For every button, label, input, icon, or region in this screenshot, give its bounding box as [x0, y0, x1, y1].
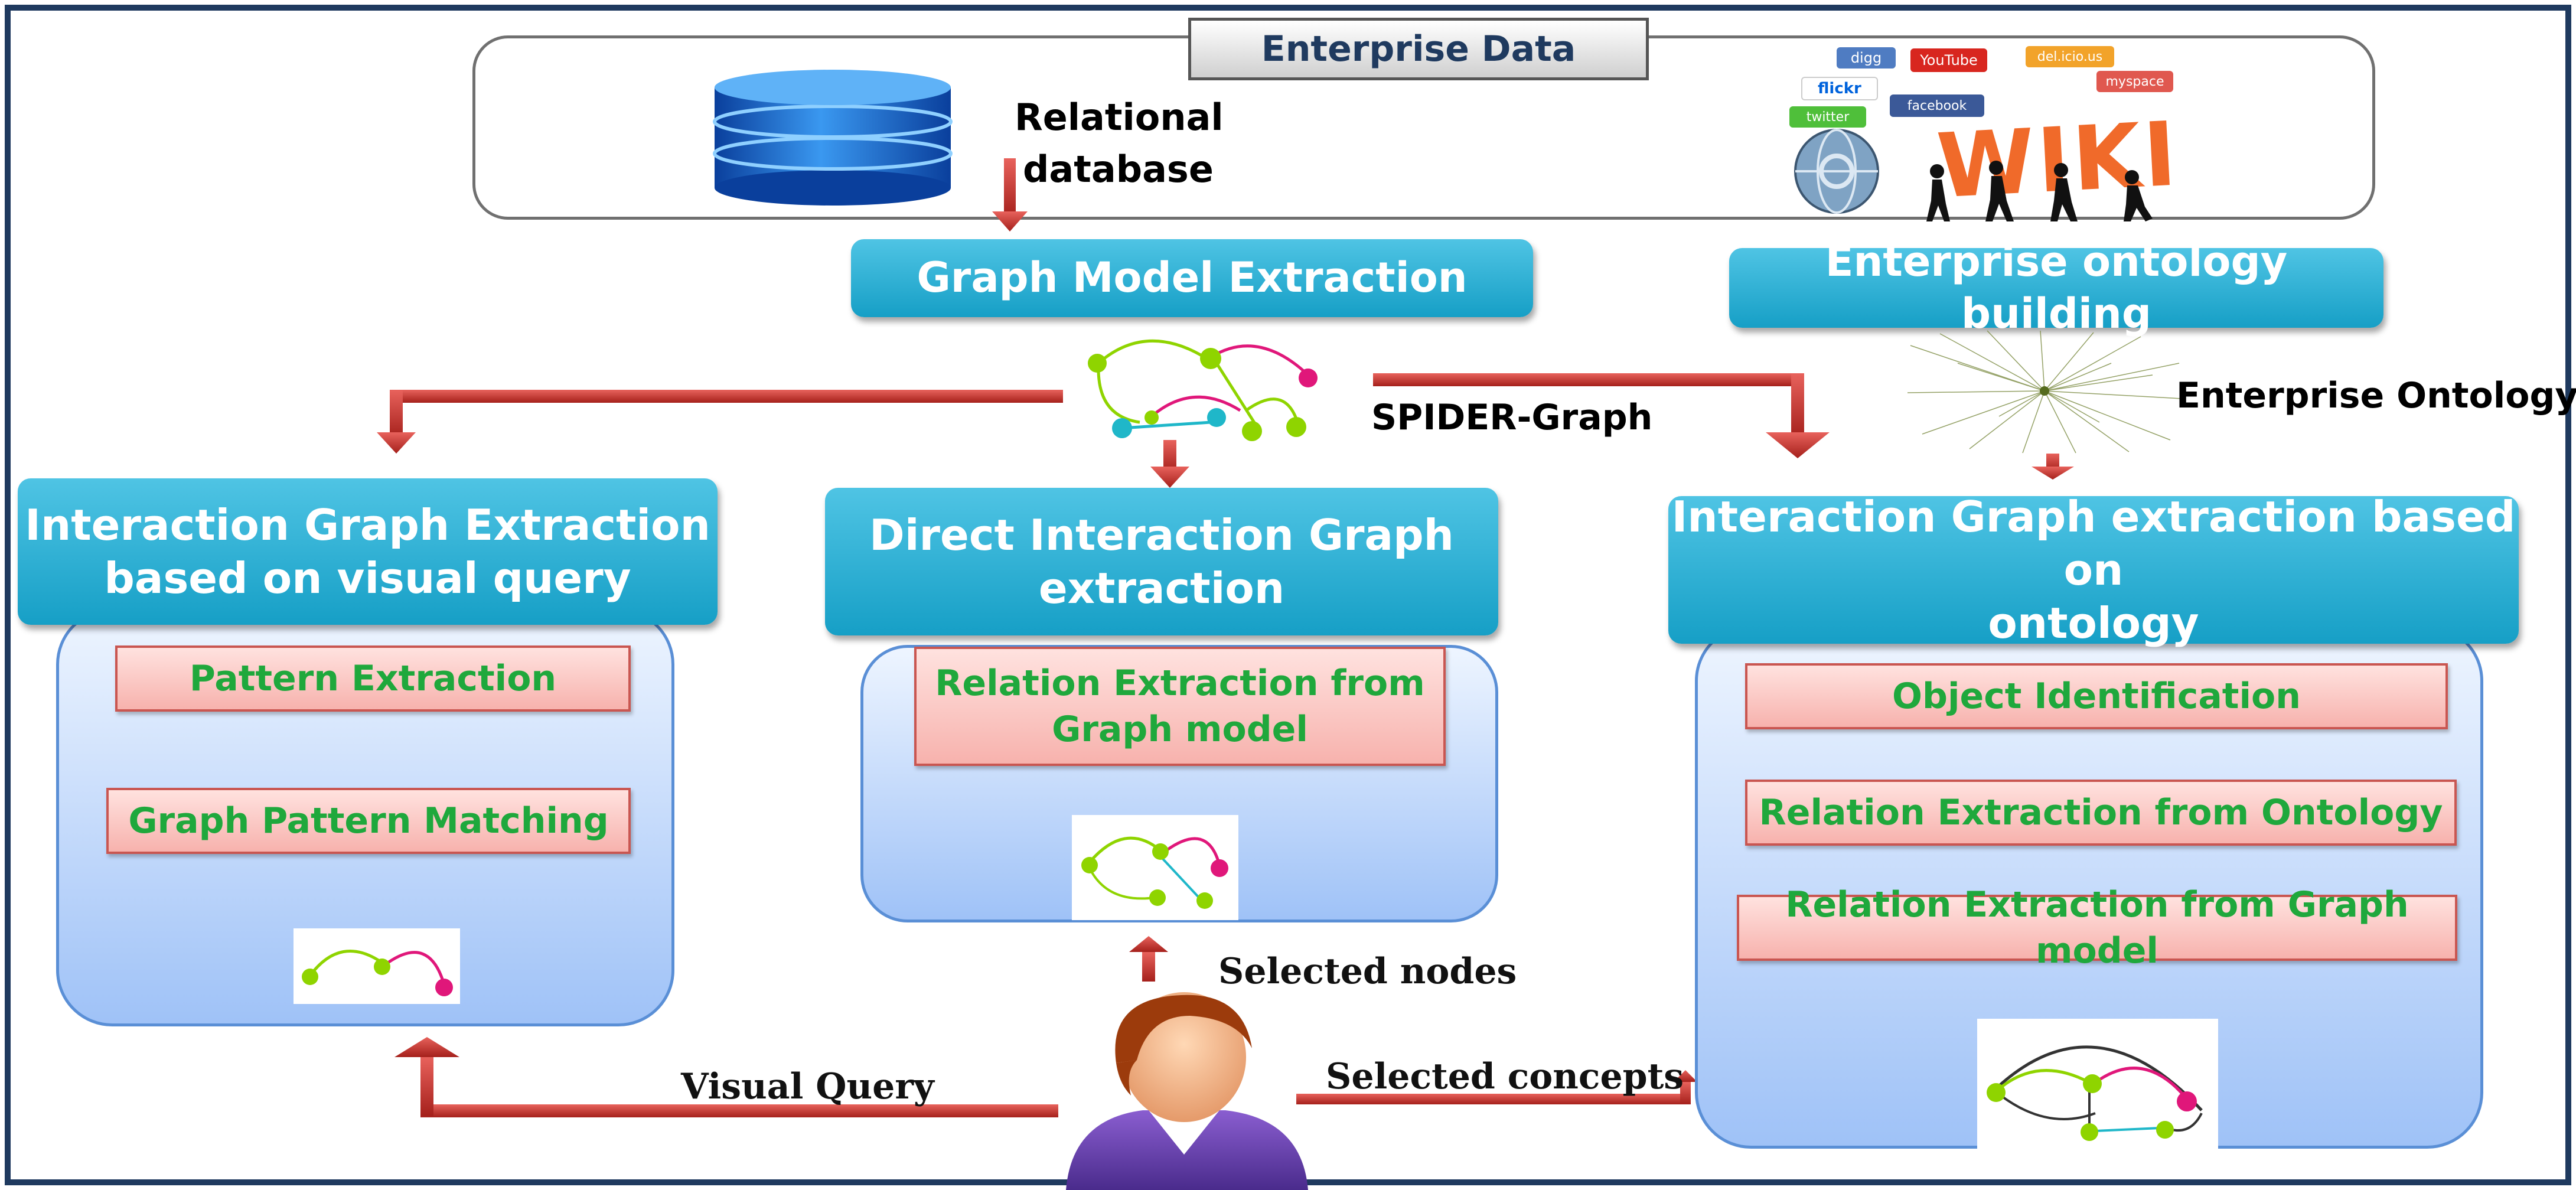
- middle-header-line1: Direct Interaction Graph: [869, 510, 1454, 560]
- selected-concepts-label: Selected concepts: [1326, 1056, 1684, 1097]
- left-header: Interaction Graph Extraction based on vi…: [18, 478, 718, 625]
- social-tag: twitter: [1789, 106, 1866, 128]
- social-tag: flickr: [1801, 77, 1878, 100]
- pattern-graph-icon: [294, 928, 460, 1004]
- social-tag: YouTube: [1910, 48, 1987, 72]
- relation-extraction-ontology-step: Relation Extraction from Ontology: [1745, 780, 2457, 846]
- user-avatar-icon: [1066, 992, 1308, 1190]
- right-header-line1: Interaction Graph extraction based on: [1671, 492, 2516, 595]
- left-header-line1: Interaction Graph Extraction: [25, 500, 710, 550]
- ontology-building-header: Enterprise ontology building: [1729, 237, 2383, 338]
- social-tag: digg: [1837, 47, 1896, 69]
- middle-header-line2: extraction: [1038, 563, 1285, 613]
- middle-step-line1: Relation Extraction from: [935, 663, 1425, 704]
- middle-step-line2: Graph model: [1052, 709, 1308, 750]
- ontology-graph-icon: [1977, 1019, 2218, 1152]
- middle-header: Direct Interaction Graph extraction: [825, 488, 1498, 635]
- ontology-network-icon: [1907, 330, 2183, 454]
- selected-nodes-label: Selected nodes: [1218, 951, 1517, 992]
- relational-db-label-line2: database: [1023, 148, 1214, 191]
- spider-graph-label: SPIDER-Graph: [1371, 397, 1653, 438]
- social-tag: myspace: [2096, 71, 2173, 92]
- social-tag: del.icio.us: [2026, 46, 2114, 67]
- database-icon: [713, 70, 953, 206]
- enterprise-data-title: Enterprise Data: [1188, 18, 1649, 80]
- left-header-line2: based on visual query: [104, 553, 631, 603]
- people-silhouettes-icon: [1926, 161, 2153, 221]
- relational-db-label-line1: Relational: [1015, 96, 1224, 139]
- direct-graph-icon: [1072, 815, 1238, 920]
- spider-graph-icon: [1088, 339, 1318, 441]
- right-header-line2: ontology: [1988, 598, 2199, 648]
- enterprise-ontology-label: Enterprise Ontology: [2176, 375, 2576, 416]
- social-web-collage: digg YouTube flickr facebook del.icio.us…: [1766, 41, 2182, 224]
- object-identification-step: Object Identification: [1745, 663, 2448, 729]
- graph-pattern-matching-step: Graph Pattern Matching: [106, 788, 631, 854]
- graph-model-extraction-header: Graph Model Extraction: [851, 239, 1533, 317]
- relation-extraction-graph-model-step: Relation Extraction from Graph model: [1737, 884, 2457, 971]
- pattern-extraction-step: Pattern Extraction: [115, 645, 631, 712]
- visual-query-label: Visual Query: [681, 1066, 934, 1107]
- relation-extraction-graph-step: Relation Extraction from Graph model: [914, 647, 1446, 766]
- globe-icon: [1794, 129, 1879, 214]
- right-header: Interaction Graph extraction based on on…: [1668, 492, 2519, 648]
- social-tag: facebook: [1890, 94, 1984, 117]
